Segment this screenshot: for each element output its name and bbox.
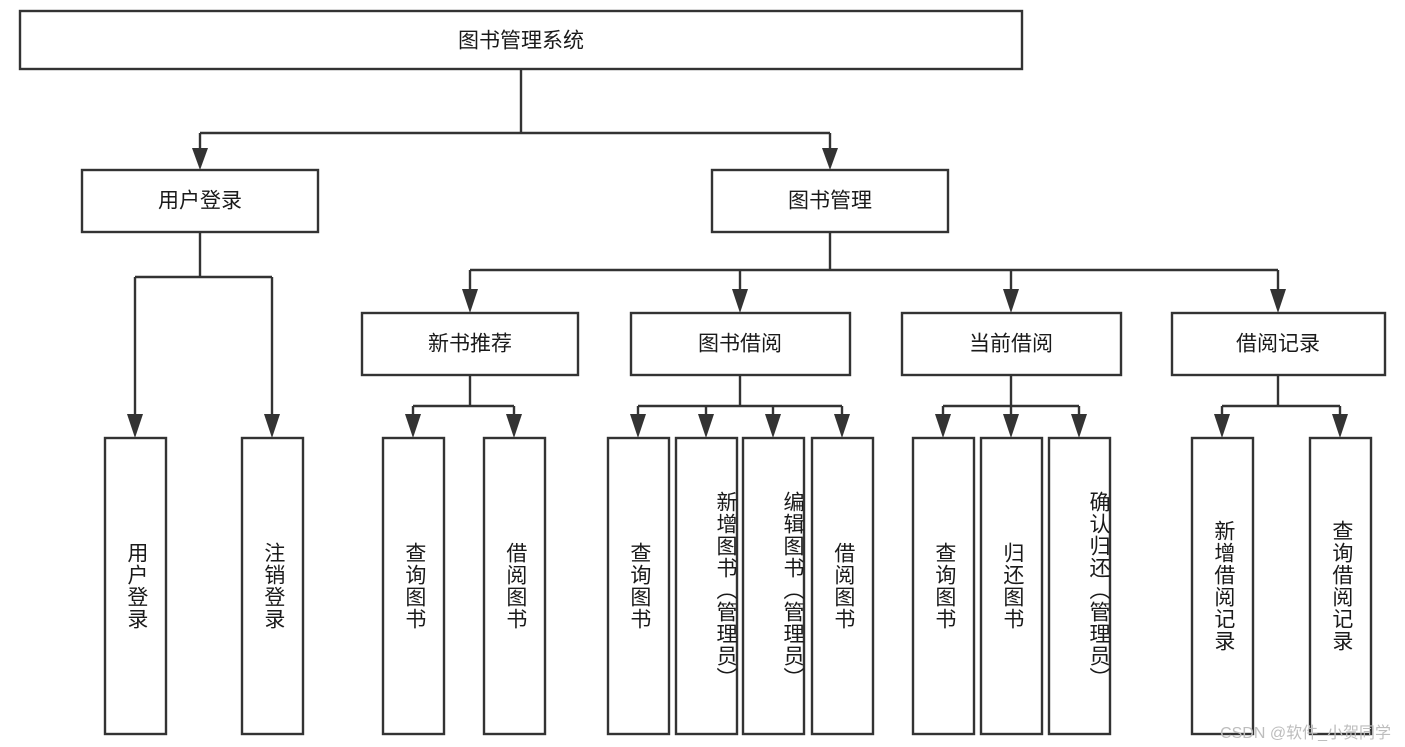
connectors-current-borrow-to-leaves <box>935 375 1087 438</box>
leaf-boxes-current-borrow <box>911 436 1112 736</box>
node-user-login-label: 用户登录 <box>158 190 242 213</box>
leaf-boxes-borrow-record <box>1190 436 1373 736</box>
connectors-user-login-to-leaves <box>127 232 280 438</box>
node-root-label: 图书管理系统 <box>458 30 584 53</box>
leaf-boxes-user-login <box>103 436 305 736</box>
leaf-box-user-login-1[interactable] <box>103 436 168 736</box>
node-book-manage-box[interactable] <box>710 168 950 234</box>
leaf-box-new-book-2[interactable] <box>482 436 547 736</box>
node-root-box[interactable] <box>18 9 1024 71</box>
leaf-box-borrow-record-2[interactable] <box>1308 436 1373 736</box>
node-book-borrow-box[interactable] <box>629 311 852 377</box>
leaf-box-current-borrow-1[interactable] <box>911 436 976 736</box>
node-borrow-record[interactable]: 借阅记录 <box>1170 311 1387 377</box>
node-book-manage-label: 图书管理 <box>788 190 872 213</box>
node-book-borrow[interactable]: 图书借阅 <box>629 311 852 377</box>
connectors-root-to-level2 <box>192 69 838 170</box>
node-new-book-recommend[interactable]: 新书推荐 <box>360 311 580 377</box>
leaf-boxes-book-borrow <box>606 436 875 736</box>
node-book-manage[interactable]: 图书管理 <box>710 168 950 234</box>
node-root[interactable]: 图书管理系统 <box>18 9 1024 71</box>
node-borrow-record-label: 借阅记录 <box>1236 333 1320 356</box>
leaf-boxes-new-book-recommend <box>381 436 547 736</box>
watermark-text: CSDN @软件_小贺同学 <box>1220 725 1391 742</box>
leaf-box-current-borrow-2[interactable] <box>979 436 1044 736</box>
leaf-box-book-borrow-4[interactable] <box>810 436 875 736</box>
node-user-login[interactable]: 用户登录 <box>80 168 320 234</box>
node-current-borrow-label: 当前借阅 <box>969 333 1053 356</box>
connectors-new-book-to-leaves <box>405 375 522 438</box>
leaf-box-book-borrow-2[interactable] <box>674 436 739 736</box>
node-new-book-recommend-label: 新书推荐 <box>428 333 512 356</box>
leaf-box-book-borrow-3[interactable] <box>741 436 806 736</box>
node-book-borrow-label: 图书借阅 <box>698 333 782 356</box>
leaf-box-book-borrow-1[interactable] <box>606 436 671 736</box>
connectors-borrow-record-to-leaves <box>1214 375 1348 438</box>
node-borrow-record-box[interactable] <box>1170 311 1387 377</box>
leaf-box-user-login-2[interactable] <box>240 436 305 736</box>
connectors-book-borrow-to-leaves <box>630 375 850 438</box>
leaf-box-current-borrow-3[interactable] <box>1047 436 1112 736</box>
connectors-book-manage-to-level3 <box>462 232 1286 313</box>
leaf-box-new-book-1[interactable] <box>381 436 446 736</box>
node-user-login-box[interactable] <box>80 168 320 234</box>
leaf-box-borrow-record-1[interactable] <box>1190 436 1255 736</box>
node-current-borrow[interactable]: 当前借阅 <box>900 311 1123 377</box>
node-current-borrow-box[interactable] <box>900 311 1123 377</box>
node-new-book-recommend-box[interactable] <box>360 311 580 377</box>
